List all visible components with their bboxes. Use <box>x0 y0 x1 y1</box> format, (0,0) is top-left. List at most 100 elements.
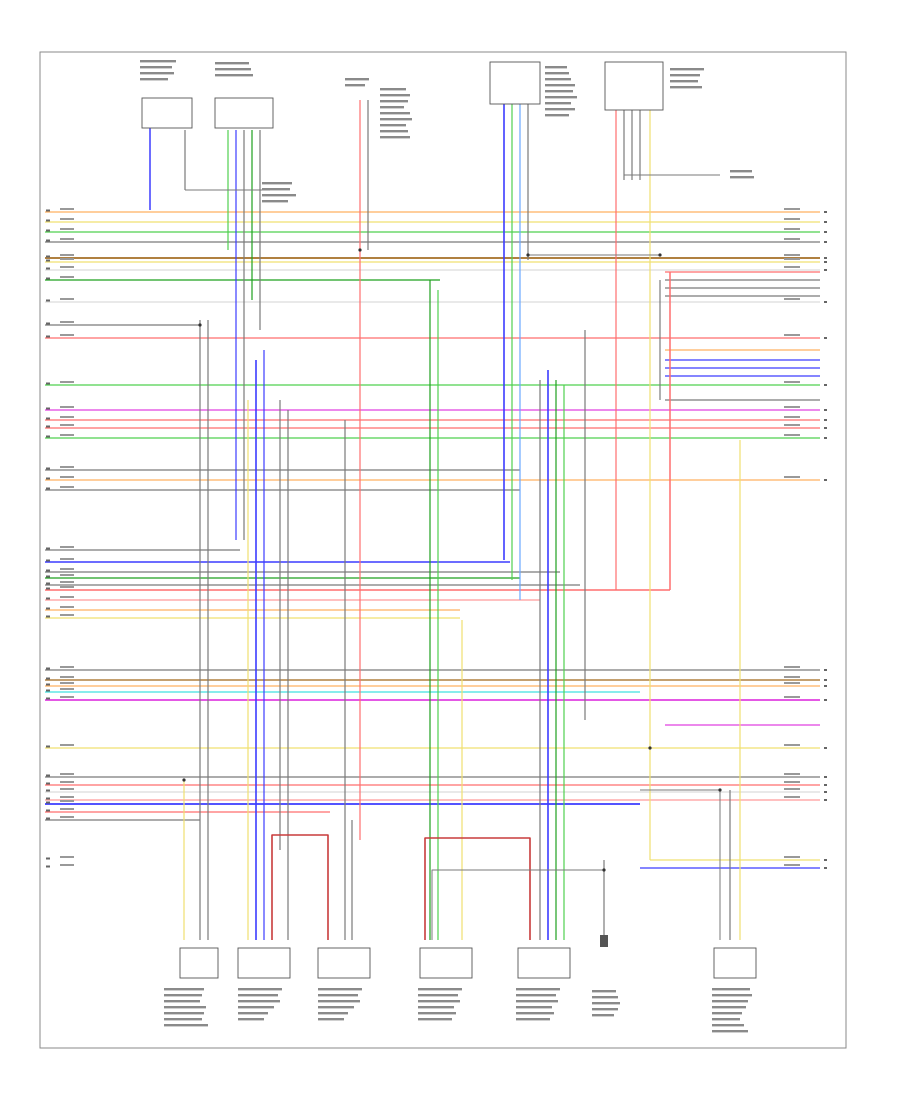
pin-label <box>824 301 827 303</box>
pin-label <box>46 683 50 686</box>
wire-color-label <box>60 416 74 418</box>
bottom-caption <box>712 988 750 991</box>
wire-color-label <box>784 434 800 436</box>
bottom-caption <box>712 1006 746 1009</box>
pin-label <box>46 239 50 242</box>
splice-dot <box>358 248 362 252</box>
pin-label <box>824 437 827 439</box>
pin-label <box>46 697 50 700</box>
pin-label <box>46 774 50 777</box>
pin-label <box>46 322 50 325</box>
top-caption <box>670 68 704 71</box>
pin-label <box>824 859 827 861</box>
pin-label <box>824 419 827 421</box>
wire-color-label <box>60 606 74 608</box>
splice-dot <box>602 868 606 872</box>
pin-label <box>46 477 50 480</box>
wire-color-label <box>784 238 800 240</box>
wire-color-label <box>60 568 74 570</box>
bottom-component-3 <box>317 947 371 979</box>
loop-wire <box>271 834 329 940</box>
bottom-caption <box>418 1018 452 1021</box>
top-caption <box>545 96 577 99</box>
bottom-component-2 <box>237 947 291 979</box>
top-caption <box>730 170 752 173</box>
pin-label <box>46 587 50 590</box>
wire-color-label <box>60 228 74 230</box>
bottom-caption <box>712 1018 740 1021</box>
wire-color-label <box>784 476 800 478</box>
wire-color-label <box>784 744 800 746</box>
pin-label <box>46 801 50 804</box>
bottom-caption <box>592 996 618 999</box>
wire-color-label <box>60 816 74 818</box>
wire-color-label <box>784 406 800 408</box>
wire-color-label <box>60 434 74 436</box>
wire-color-label <box>784 856 800 858</box>
bottom-caption <box>418 1006 454 1009</box>
pin-label <box>46 809 50 812</box>
wire-color-label <box>784 416 800 418</box>
top-caption <box>380 88 406 91</box>
wire-color-label <box>60 688 74 690</box>
wire-color-label <box>784 864 800 866</box>
wire-color-label <box>784 266 800 268</box>
caption-layer <box>46 60 827 1033</box>
wire-color-label <box>60 666 74 668</box>
wire-color-label <box>60 682 74 684</box>
diagram-border <box>39 51 847 1049</box>
bottom-caption <box>418 1012 456 1015</box>
top-caption <box>262 182 292 185</box>
pin-label <box>46 267 50 270</box>
pin-label <box>46 467 50 470</box>
wire-color-label <box>60 781 74 783</box>
top-caption <box>545 108 575 111</box>
top-caption <box>380 106 404 109</box>
wire-color-label <box>60 788 74 790</box>
pin-label <box>46 797 50 800</box>
top-caption <box>380 112 410 115</box>
bottom-caption <box>238 1018 264 1021</box>
bottom-caption <box>516 994 556 997</box>
wire-color-label <box>60 406 74 408</box>
bottom-caption <box>164 994 202 997</box>
top-caption <box>545 102 571 105</box>
splice-dot <box>526 253 530 257</box>
wire-color-label <box>784 218 800 220</box>
top-caption <box>215 74 253 77</box>
top-caption <box>380 118 412 121</box>
bottom-caption <box>592 1002 620 1005</box>
wire-color-label <box>60 596 74 598</box>
top-caption <box>670 86 702 89</box>
wire-color-label <box>784 424 800 426</box>
pin-label <box>46 789 50 792</box>
bottom-caption <box>164 1000 200 1003</box>
pin-label <box>46 575 50 578</box>
pin-label <box>46 259 50 262</box>
wire-color-label <box>60 381 74 383</box>
bottom-caption <box>318 988 362 991</box>
top-caption <box>380 124 406 127</box>
wire-color-label <box>60 208 74 210</box>
pin-label <box>46 817 50 820</box>
top-caption <box>140 72 174 75</box>
wire-color-label <box>60 864 74 866</box>
wire-color-label <box>784 773 800 775</box>
wire-color-label <box>60 676 74 678</box>
pin-label <box>824 409 827 411</box>
pin-label <box>46 559 50 562</box>
wire-color-label <box>784 381 800 383</box>
wire-color-label <box>784 682 800 684</box>
pin-label <box>46 677 50 680</box>
bottom-caption <box>238 1006 274 1009</box>
wire-layer <box>45 100 820 940</box>
pin-label <box>46 689 50 692</box>
top-caption <box>380 94 410 97</box>
bottom-caption <box>592 990 616 993</box>
splice-dot <box>198 323 202 327</box>
wire-color-label <box>60 334 74 336</box>
wire-color-label <box>60 298 74 300</box>
pin-label <box>46 335 50 338</box>
bottom-caption <box>516 988 560 991</box>
splice-dot <box>718 788 722 792</box>
